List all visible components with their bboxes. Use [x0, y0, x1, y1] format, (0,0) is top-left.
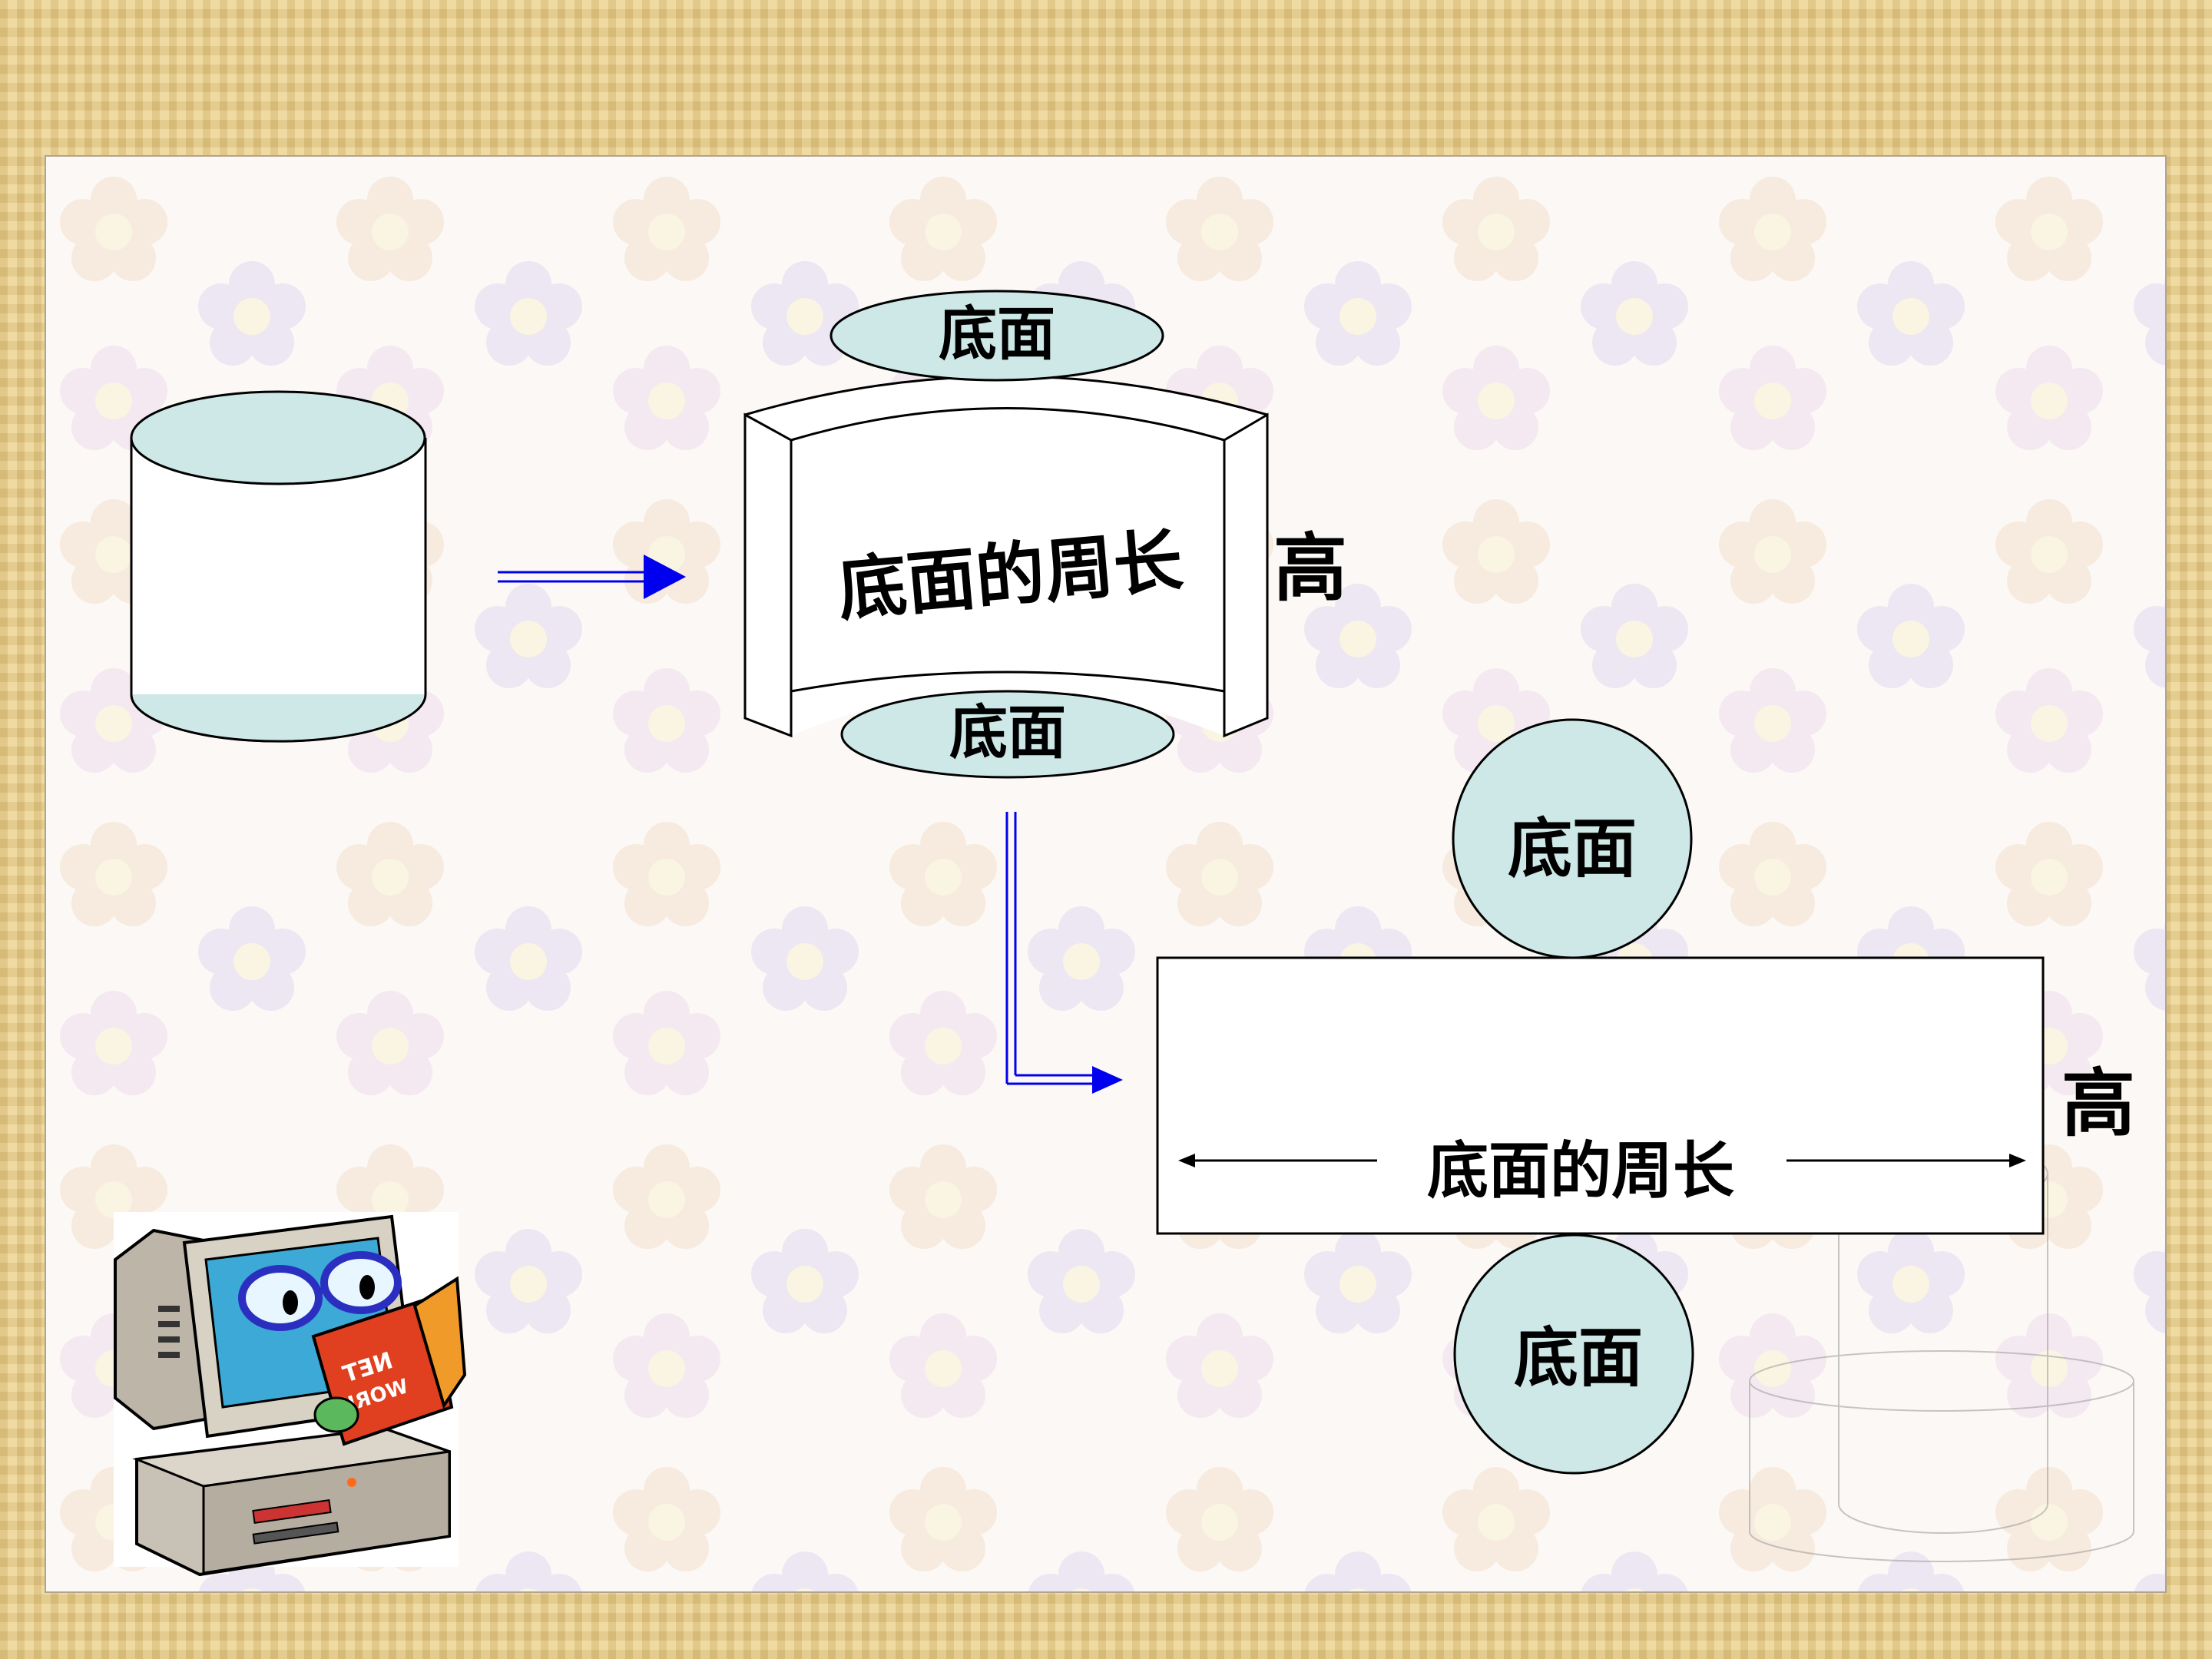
top-base-ellipse [830, 290, 1164, 382]
height-label: 高 [1273, 525, 1347, 611]
left-curl [743, 412, 793, 738]
net-bottom-circle-label: 底面 [1514, 1320, 1643, 1396]
unrolling-cylinder: 底面 底面 底面的周长 高 [743, 290, 1347, 779]
cylinder-net: 底面 底面 底面的周长 高 [1156, 718, 2135, 1475]
arrow-down-right-icon [1005, 812, 1123, 1094]
width-dimension-arrow [1178, 1154, 2026, 1167]
cylinder-top-base [130, 390, 426, 485]
solid-cylinder [130, 390, 427, 743]
net-width-label: 底面的周长 [1427, 1135, 1734, 1207]
net-top-circle [1452, 718, 1693, 959]
lateral-surface-rectangle [1156, 956, 2045, 1235]
top-base-label: 底面 [939, 300, 1055, 368]
bottom-base-label: 底面 [949, 698, 1066, 767]
net-top-circle-label: 底面 [1508, 811, 1637, 886]
net-height-label: 高 [2061, 1061, 2135, 1147]
bottom-base-ellipse [840, 690, 1175, 779]
net-bottom-circle [1453, 1233, 1694, 1475]
right-curl [1223, 412, 1269, 738]
arrow-right-icon [498, 555, 686, 599]
computer-mascot-illustration: NET WORK [114, 1212, 467, 1577]
